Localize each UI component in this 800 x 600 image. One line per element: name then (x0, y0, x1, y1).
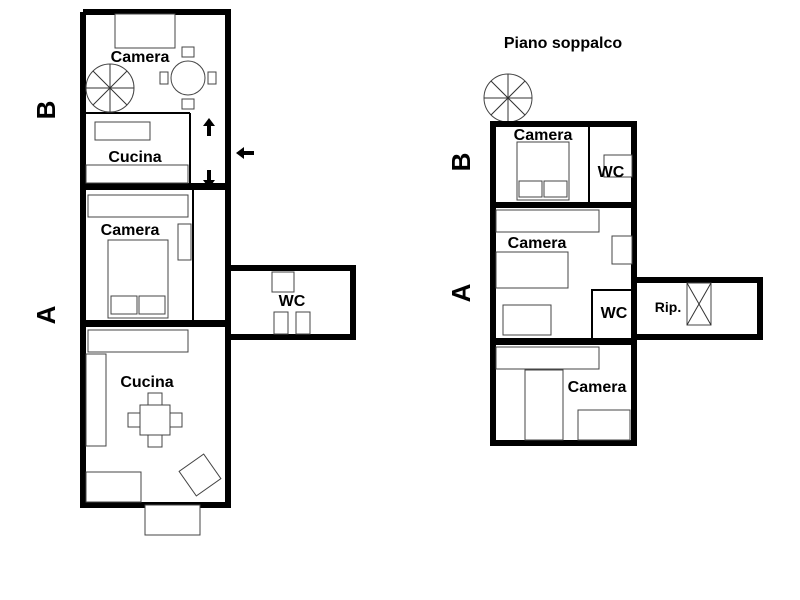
staircase (495, 209, 600, 233)
staircase (495, 346, 600, 370)
kitchen-counter (85, 164, 189, 184)
section-label-b: B (31, 101, 61, 120)
room-label-cucina-a: Cucina (120, 374, 173, 391)
cross-box-icon (686, 282, 712, 326)
sink-icon (271, 271, 295, 293)
mezzanine-plan: Piano soppalco B A Camera WC Ca (446, 35, 763, 446)
wardrobe (177, 223, 192, 261)
spiral-staircase-icon (85, 63, 135, 113)
section-label-b: B (446, 153, 476, 172)
wc-fixtures (603, 154, 633, 178)
room-label-camera-a: Camera (508, 235, 567, 252)
dining-table-icon (127, 392, 183, 448)
room-label-wc: WC (279, 293, 306, 310)
section-label-a: A (31, 305, 61, 324)
toilet-icon (273, 311, 289, 335)
balcony (144, 504, 201, 536)
entrance-arrow-icons (203, 118, 254, 188)
room-label-wc-b: WC (598, 164, 625, 181)
section-label-a: A (446, 283, 476, 302)
single-bed-icon (524, 369, 564, 441)
dining-table-icon (94, 121, 151, 141)
double-bed-icon (107, 239, 169, 319)
room-label-ripostiglio: Rip. (655, 299, 681, 315)
room-label-camera-a: Camera (101, 222, 160, 239)
wall-a-a2 (490, 338, 637, 345)
wall-camera-cucina (80, 320, 230, 327)
single-bed-icon (495, 251, 569, 289)
spiral-staircase-icon (483, 73, 533, 123)
wall-b-a (490, 202, 637, 208)
ripostiglio-walls (634, 277, 763, 340)
wc-annex-walls (228, 265, 356, 340)
wall-b-a (80, 183, 230, 190)
staircase (87, 329, 189, 353)
staircase (87, 194, 189, 218)
room-label-camera-b: Camera (111, 49, 170, 66)
sofa (85, 471, 142, 503)
desk (577, 409, 631, 441)
bidet-icon (295, 311, 311, 335)
double-bed-icon (516, 141, 570, 201)
sofa (114, 13, 176, 49)
room-label-camera-b: Camera (514, 127, 573, 144)
plan-title: Piano soppalco (504, 35, 622, 52)
room-label-wc-a: WC (601, 305, 628, 322)
round-table-icon (159, 46, 217, 110)
wardrobe (611, 235, 633, 265)
outer-walls (490, 121, 637, 446)
room-label-cucina-b: Cucina (108, 149, 161, 166)
ground-floor-plan: B A Camera Cucina Camera WC Cucina (31, 9, 356, 536)
desk (502, 304, 552, 336)
room-label-camera-a2: Camera (568, 379, 627, 396)
kitchen-counter (85, 353, 107, 447)
armchair (178, 453, 222, 497)
